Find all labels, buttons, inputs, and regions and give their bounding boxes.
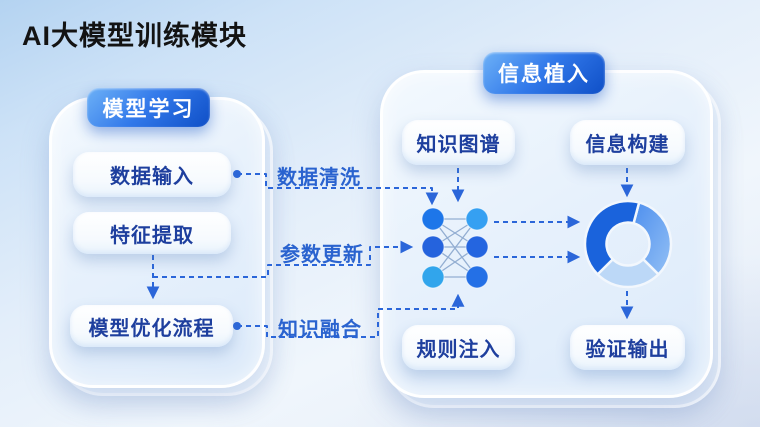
connector-dot-data-input [233, 170, 241, 178]
left-panel-header: 模型学习 [87, 88, 210, 127]
connector-dot-optimize [233, 322, 241, 330]
flow-label-data-clean: 数据清洗 [277, 167, 361, 189]
node-rule-injection: 规则注入 [402, 325, 515, 370]
page-title: AI大模型训练模块 [22, 21, 247, 51]
connector-knowledge-fusion [237, 293, 465, 338]
node-feature-extraction: 特征提取 [73, 212, 231, 254]
node-model-optimization: 模型优化流程 [70, 305, 233, 347]
node-verify-output: 验证输出 [570, 325, 685, 370]
node-info-build: 信息构建 [570, 120, 685, 165]
right-panel-header: 信息植入 [483, 52, 605, 94]
donut-segment-left [583, 199, 641, 276]
flow-label-param-update: 参数更新 [280, 244, 364, 266]
connector-param-update [153, 240, 414, 278]
neural-network-icon [421, 207, 489, 289]
node-data-input: 数据输入 [73, 152, 231, 197]
donut-chart [583, 199, 673, 289]
donut-segment-top-right [632, 201, 673, 276]
node-knowledge-graph: 知识图谱 [402, 120, 515, 165]
connector-data-clean [237, 173, 439, 206]
flow-label-knowledge-fusion: 知识融合 [278, 319, 362, 341]
